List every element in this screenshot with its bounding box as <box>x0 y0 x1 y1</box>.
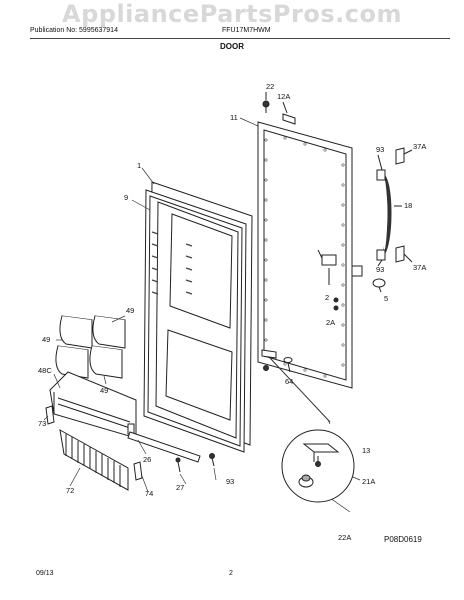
callout-9: 9 <box>124 193 128 202</box>
callout-73: 73 <box>38 419 46 428</box>
callout-64: 64 <box>285 377 293 386</box>
callout-5: 5 <box>384 294 388 303</box>
watermark: AppliancePartsPros.com <box>62 0 402 28</box>
callout-2: 2 <box>325 293 329 302</box>
door-bins <box>55 315 126 379</box>
header-rule <box>30 38 450 39</box>
bottom-hinge <box>261 349 331 423</box>
callout-37A-top: 37A <box>413 142 426 151</box>
top-hinge-screw <box>262 92 296 125</box>
callout-93-base: 93 <box>226 477 234 486</box>
model-number: FFU17M7HWM <box>222 27 271 34</box>
wire-basket <box>45 405 143 491</box>
door-outer-panel <box>257 121 353 389</box>
callout-18: 18 <box>404 201 412 210</box>
callout-22A: 22A <box>338 533 351 542</box>
callout-37A-bottom: 37A <box>413 263 426 272</box>
publication-number: Publication No: 5995637914 <box>30 27 118 34</box>
callout-11: 11 <box>230 113 238 122</box>
detail-inset <box>281 429 355 503</box>
callout-1: 1 <box>137 161 141 170</box>
callout-12A: 12A <box>277 92 290 101</box>
section-title: DOOR <box>220 42 244 51</box>
callout-49-bottom: 49 <box>100 386 108 395</box>
callout-74: 74 <box>145 489 153 498</box>
diagram-code: P08D0619 <box>384 535 422 544</box>
callout-93-top: 93 <box>376 145 384 154</box>
bottom-trim-strip <box>127 431 215 473</box>
callout-48C: 48C <box>38 366 52 375</box>
callout-49-left: 49 <box>42 335 50 344</box>
callout-93-bottom: 93 <box>376 265 384 274</box>
footer-date: 09/13 <box>36 570 54 577</box>
footer-page-number: 2 <box>229 570 233 577</box>
callout-27: 27 <box>176 483 184 492</box>
callout-26: 26 <box>143 455 151 464</box>
door-inner-liner <box>151 201 239 439</box>
door-hinge-parts <box>317 249 386 311</box>
door-handle <box>376 147 413 267</box>
callout-72: 72 <box>66 486 74 495</box>
callout-49-top: 49 <box>126 306 134 315</box>
door-gasket <box>143 181 253 453</box>
callout-21A: 21A <box>362 477 375 486</box>
callout-2A: 2A <box>326 318 335 327</box>
lower-door-shelf <box>49 371 137 439</box>
callout-22: 22 <box>266 82 274 91</box>
callout-13: 13 <box>362 446 370 455</box>
